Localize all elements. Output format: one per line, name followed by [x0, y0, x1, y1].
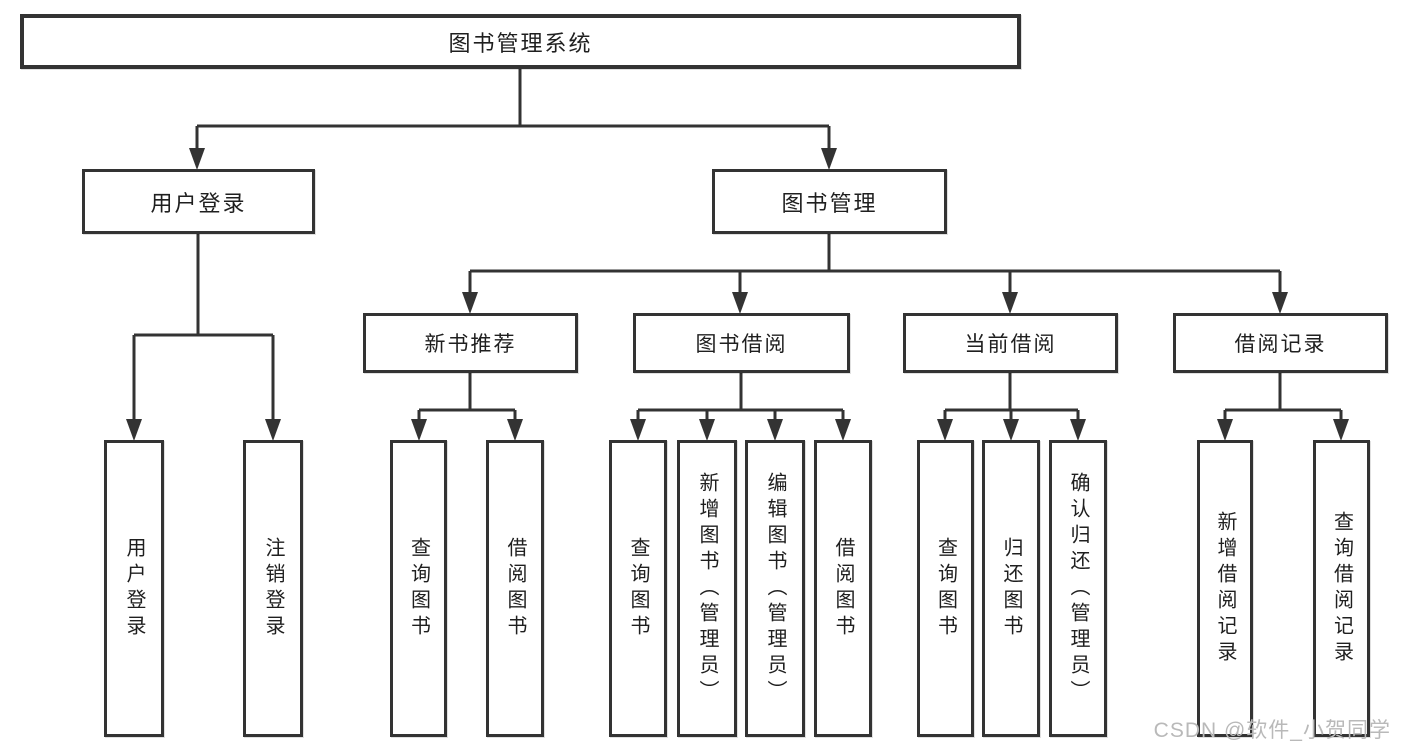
node-new-book-recommend: 新书推荐: [363, 313, 578, 373]
leaf-logout: 注销登录: [243, 440, 303, 737]
csdn-watermark: CSDN @软件_小贺同学: [1153, 719, 1391, 742]
node-borrow-record: 借阅记录: [1173, 313, 1388, 373]
leaf-current-query-book: 查询图书: [917, 440, 974, 737]
leaf-recommend-query-book: 查询图书: [390, 440, 447, 737]
leaf-borrow-edit-book-admin: 编辑图书（管理员）: [745, 440, 805, 737]
leaf-record-add-record: 新增借阅记录: [1197, 440, 1253, 737]
node-book-management: 图书管理: [712, 169, 947, 234]
leaf-borrow-borrow-book: 借阅图书: [814, 440, 872, 737]
leaf-current-confirm-return-admin: 确认归还（管理员）: [1049, 440, 1107, 737]
node-current-borrow: 当前借阅: [903, 313, 1118, 373]
node-user-login: 用户登录: [82, 169, 315, 234]
leaf-current-return-book: 归还图书: [982, 440, 1040, 737]
node-root-library-system: 图书管理系统: [20, 14, 1021, 69]
leaf-user-login: 用户登录: [104, 440, 164, 737]
leaf-record-query-record: 查询借阅记录: [1313, 440, 1370, 737]
leaf-recommend-borrow-book: 借阅图书: [486, 440, 544, 737]
node-book-borrow: 图书借阅: [633, 313, 850, 373]
leaf-borrow-query-book: 查询图书: [609, 440, 667, 737]
leaf-borrow-add-book-admin: 新增图书（管理员）: [677, 440, 737, 737]
